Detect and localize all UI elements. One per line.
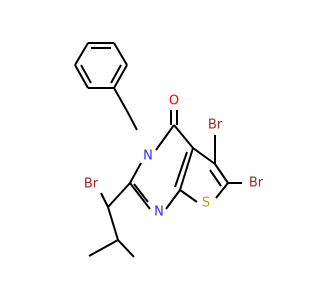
atom-nitrogen-n3: N (143, 149, 153, 164)
bond-double-inner (209, 169, 222, 187)
bond-ch2-n (126, 110, 138, 131)
thiophene-ring (179, 147, 229, 203)
bond-double-inner (80, 64, 92, 84)
bond (192, 147, 216, 165)
atom-bromine-side-chain: Br (84, 177, 99, 192)
pyrimidinone-ring (129, 124, 194, 210)
atom-nitrogen-n1: N (154, 205, 164, 220)
bond-double-inner (133, 183, 149, 203)
bond (74, 42, 89, 66)
bond (74, 64, 89, 89)
bond (165, 189, 181, 210)
bond-chbr-br (100, 192, 109, 208)
bond (155, 124, 175, 151)
atom-sulfur: S (202, 196, 210, 211)
benzene-ring (74, 42, 128, 89)
bond (113, 42, 128, 66)
atom-bromine-c5: Br (208, 118, 223, 133)
bond (179, 189, 198, 203)
bond-double-inner (110, 64, 122, 84)
atom-bromine-c6: Br (249, 176, 264, 191)
bond-ch-me2 (117, 239, 135, 258)
bond (129, 162, 142, 184)
bond (129, 182, 151, 210)
bond (215, 182, 229, 199)
atom-oxygen: O (169, 94, 179, 109)
bond (214, 163, 229, 184)
bond-c2-chbr (107, 182, 131, 208)
bond-chbr-ch (107, 206, 119, 241)
bond-benzyl-ch2 (113, 87, 128, 112)
bond-ch-me1 (88, 239, 119, 257)
bond (179, 147, 194, 191)
molecule-structure-diagram: N N O S Br Br Br (74, 42, 264, 258)
bond (113, 64, 128, 89)
bond (173, 124, 194, 149)
bond-double-inner (174, 151, 188, 188)
